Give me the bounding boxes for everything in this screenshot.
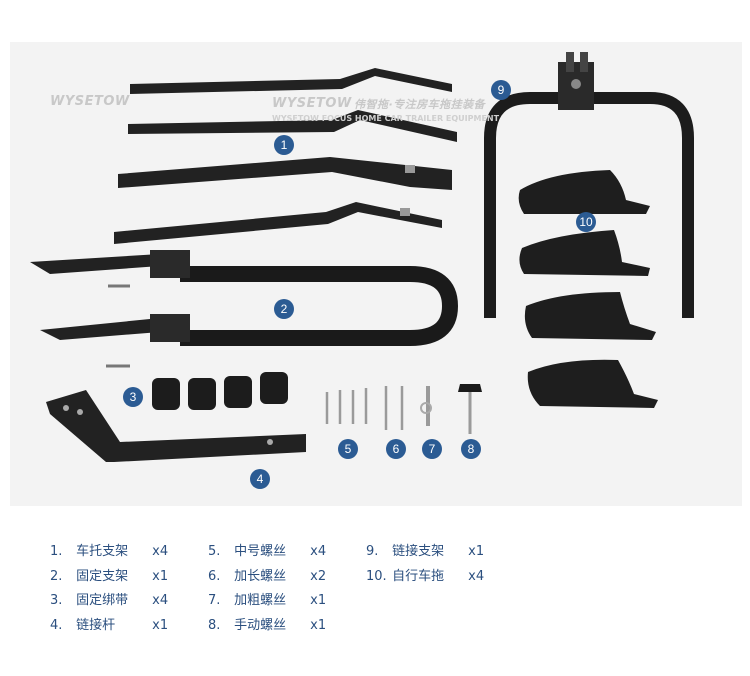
link-rod [46,390,306,462]
marker-6: 6 [386,439,406,459]
tray-arm-2 [128,110,457,142]
tray-arm-3 [118,157,452,190]
bike-cradle-3 [524,292,656,340]
parts-illustration [30,52,694,462]
tray-arm-4 [114,202,442,244]
watermark-slogan: 伟智拖·专注房车拖挂装备 [354,98,486,111]
marker-5: 5 [338,439,358,459]
marker-8: 8 [461,439,481,459]
fixing-bracket [30,250,459,368]
fixing-straps [152,372,288,410]
watermark-subtitle: WYSETOW FOCUS HOME CAR TRAILER EQUIPMENT [272,114,500,123]
marker-3: 3 [123,387,143,407]
bike-cradle-4 [527,359,658,408]
watermark-brand: WYSETOW [272,96,352,111]
bike-cradle-2 [519,230,650,276]
bike-cradle-1 [518,170,650,214]
tray-arm-1 [130,68,452,94]
watermark-brand-left: WYSETOW [50,94,130,109]
link-bracket [484,52,694,318]
marker-7: 7 [422,439,442,459]
marker-10: 10 [576,212,596,232]
marker-4: 4 [250,469,270,489]
screws [325,384,482,434]
marker-1: 1 [274,135,294,155]
marker-9: 9 [491,80,511,100]
product-photo: WYSETOW WYSETOW 伟智拖·专注房车拖挂装备 WYSETOW FOC… [10,42,742,506]
marker-2: 2 [274,299,294,319]
